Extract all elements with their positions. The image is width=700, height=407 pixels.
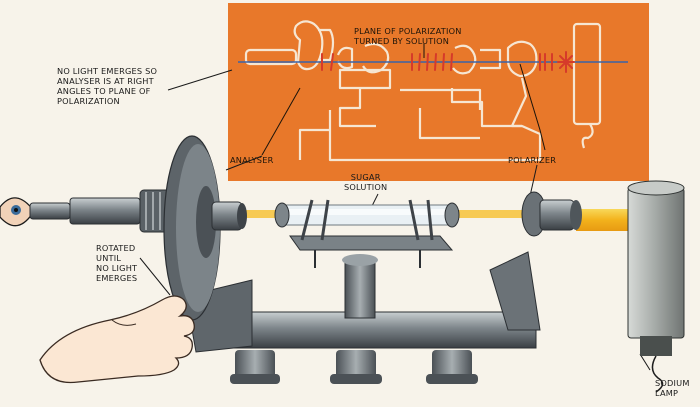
analyser-assembly <box>29 135 247 321</box>
base-frame <box>185 235 541 384</box>
label-polarizer: POLARIZER <box>508 155 557 165</box>
sodium-lamp <box>627 180 685 393</box>
label-rotated-until: ROTATED UNTIL NO LIGHT EMERGES <box>96 243 138 283</box>
sugar-solution-tube <box>274 199 460 241</box>
leader-lines <box>139 69 651 371</box>
label-no-light-emerges: NO LIGHT EMERGES SO ANALYSER IS AT RIGHT… <box>57 66 158 106</box>
label-sodium-lamp: SODIUM LAMP <box>655 378 690 398</box>
label-plane-of-polarization: PLANE OF POLARIZATION TURNED BY SOLUTION <box>354 26 462 46</box>
label-sugar-solution: SUGAR SOLUTION <box>344 172 388 192</box>
inset-panel <box>228 3 649 181</box>
label-analyser: ANALYSER <box>230 155 274 165</box>
hand <box>39 295 195 384</box>
polarizer-assembly <box>521 191 582 237</box>
eye-icon <box>0 197 35 227</box>
